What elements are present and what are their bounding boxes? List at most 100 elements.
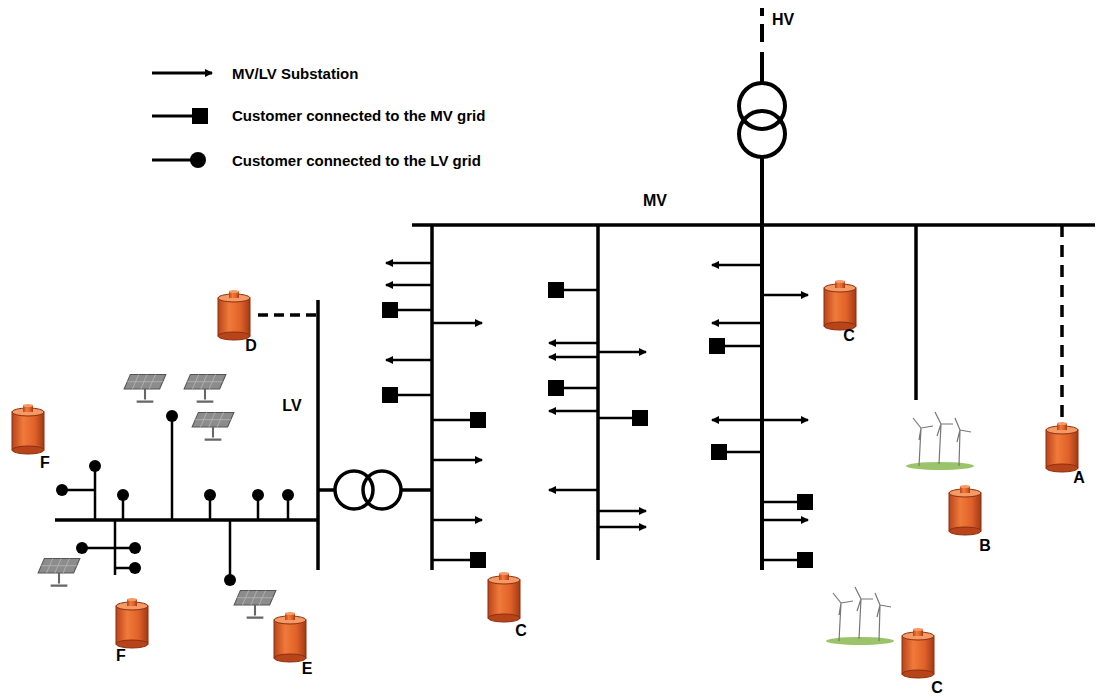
substation-arrow-part (549, 410, 598, 413)
mv-customer-part (382, 302, 398, 318)
storage-unit-part (949, 485, 981, 535)
lv-customers (56, 410, 294, 586)
lv-customer-part (56, 484, 68, 496)
storage-letter: C (931, 680, 943, 696)
mv-customer-part (432, 559, 470, 562)
storage-letter: B (979, 538, 991, 554)
pv-panel-part (234, 590, 276, 617)
storage-letter: F (116, 648, 126, 664)
voltage-label: HV (772, 12, 794, 28)
storage-letter: C (843, 328, 855, 344)
legend-swatch (152, 72, 212, 75)
lv-customer-part (252, 489, 264, 501)
mv-customer-part (726, 451, 762, 454)
mv-grid (412, 225, 1095, 570)
mv-customer-part (382, 387, 398, 403)
storage-unit-part (488, 572, 520, 622)
pv-panels (38, 374, 276, 617)
voltage-label: LV (282, 398, 301, 414)
mv-customer-part (797, 494, 813, 510)
storage-unit-part (116, 598, 148, 648)
legend-text: Customer connected to the MV grid (232, 108, 485, 123)
hv-mv-transformer-part (760, 24, 764, 42)
substation-arrow-part (712, 322, 762, 325)
substation-arrow-part (712, 264, 762, 267)
legend-text: Customer connected to the LV grid (232, 153, 481, 168)
mv-lv-transformer-part (318, 488, 335, 492)
mv-lv-transformer-part (400, 488, 432, 492)
hv-mv-transformer (739, 8, 785, 570)
mv-lv-transformer-part (316, 300, 320, 570)
substation-arrow-part (432, 459, 482, 462)
legend-swatch (152, 159, 192, 162)
mv-customer-part (724, 345, 762, 348)
mv-customer-part (432, 419, 470, 422)
lv-customer-part (129, 542, 141, 554)
substation-arrow-part (386, 359, 432, 362)
storage-unit-part (1046, 422, 1078, 472)
wind-farm-part (906, 412, 974, 470)
pv-panel-part (184, 374, 226, 401)
substation-arrow-part (598, 351, 646, 354)
storage-letter: C (515, 623, 527, 639)
storage-units (12, 280, 1078, 678)
storage-unit-part (824, 280, 856, 330)
lv-customer-part (229, 520, 232, 580)
voltage-label: MV (643, 193, 667, 209)
storage-unit-part (12, 404, 44, 454)
substation-arrow-part (762, 519, 808, 522)
mv-customer-part (762, 559, 797, 562)
mv-customer-part (709, 338, 725, 354)
lv-customer-part (171, 416, 174, 520)
storage-unit-part (902, 628, 934, 678)
lv-customer-part (166, 410, 178, 422)
substation-arrow-part (762, 294, 808, 297)
substation-arrow-part (598, 510, 646, 513)
hv-mv-transformer-part (760, 52, 764, 82)
lv-customer-part (82, 547, 135, 550)
storage-unit-part (218, 290, 250, 340)
lv-customer-part (129, 562, 141, 574)
mv-customer-part (598, 417, 634, 420)
mv-customer-part (396, 309, 432, 312)
pv-panel-part (192, 412, 234, 439)
hv-mv-transformer-part (739, 111, 785, 157)
substation-arrow-part (712, 419, 762, 422)
mv-grid-part (914, 225, 918, 400)
mv-customer-part (396, 394, 432, 397)
legend-swatch (152, 115, 196, 118)
mv-customer-part (562, 289, 598, 292)
substation-arrow-part (386, 262, 432, 265)
legend-text: MV/LV Substation (232, 66, 358, 81)
hv-mv-transformer-part (760, 157, 764, 570)
mv-lv-transformer-part (258, 313, 316, 317)
lv-customer-part (204, 489, 216, 501)
lv-customer-part (76, 542, 88, 554)
mv-customer-part (797, 552, 813, 568)
substation-arrow-part (386, 284, 432, 287)
mv-lv-transformer-part (335, 471, 373, 509)
pv-panel-part (38, 558, 80, 585)
lv-customer-part (282, 489, 294, 501)
legend-swatches (152, 73, 212, 168)
lv-customer-part (89, 460, 101, 472)
legend-swatch (192, 108, 208, 124)
mv-customer-part (470, 412, 486, 428)
mv-customer-part (470, 552, 486, 568)
substation-arrow-part (762, 419, 808, 422)
hv-mv-transformer-part (760, 8, 764, 16)
lv-customer-part (224, 574, 236, 586)
mv-customers (382, 282, 813, 568)
storage-letter: D (245, 338, 257, 354)
mv-customer-part (762, 501, 797, 504)
substation-arrow-part (432, 519, 482, 522)
storage-letter: F (40, 455, 50, 471)
mv-grid-part (430, 225, 434, 570)
storage-unit-part (274, 612, 306, 662)
mv-customer-part (548, 380, 564, 396)
mv-customer-part (711, 444, 727, 460)
legend-swatch (190, 152, 206, 168)
mv-grid-part (1060, 225, 1064, 425)
